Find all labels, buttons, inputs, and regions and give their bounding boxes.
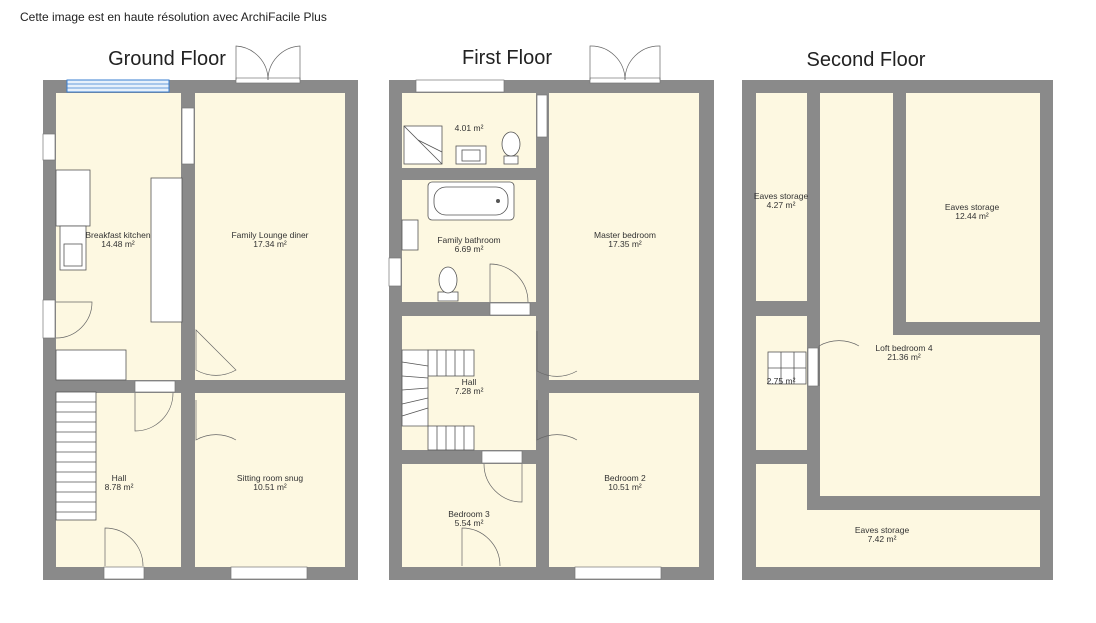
window-icon: [103, 566, 145, 580]
room-label: Hall: [112, 473, 127, 483]
room-label: Eaves storage: [945, 202, 1000, 212]
room-area: 12.44 m²: [955, 211, 989, 221]
window-icon: [388, 257, 402, 287]
room-area: 7.28 m²: [455, 386, 484, 396]
room-area: 8.78 m²: [105, 482, 134, 492]
basin-icon: [401, 219, 419, 251]
room-area: 5.54 m²: [455, 518, 484, 528]
first-floor-plan: 4.01 m² Family bathroom 6.69 m² Master b…: [388, 45, 714, 580]
room-label: Family Lounge diner: [231, 230, 308, 240]
room-area: 4.27 m²: [767, 200, 796, 210]
kitchen-counter-icon: [150, 177, 183, 323]
room-master-bedroom: [549, 93, 699, 380]
staircase-icon: [401, 349, 475, 451]
window-icon: [481, 450, 523, 464]
french-door-icon: [235, 45, 301, 84]
room-eaves-storage-bottom: [756, 464, 1040, 567]
shower-icon: [403, 125, 443, 165]
room-label: Breakfast kitchen: [85, 230, 150, 240]
room-area: 10.51 m²: [608, 482, 642, 492]
window-icon: [230, 566, 308, 580]
room-bedroom-3: [402, 464, 536, 567]
ground-floor-plan: Breakfast kitchen 14.48 m² Family Lounge…: [42, 45, 358, 580]
table-icon: [55, 349, 127, 381]
door-icon: [818, 340, 860, 386]
room-bedroom-2: [549, 393, 699, 567]
window-icon: [42, 299, 56, 339]
room-loft-bedroom-4: [820, 93, 1040, 496]
room-family-lounge-diner: [195, 93, 345, 380]
window-icon: [536, 94, 548, 138]
toilet-icon: [437, 266, 459, 302]
room-eaves-storage-right: [906, 93, 1040, 322]
window-icon: [415, 79, 505, 93]
window-icon: [181, 107, 195, 165]
room-area: 10.51 m²: [253, 482, 287, 492]
bathtub-icon: [427, 181, 515, 221]
room-label: Eaves storage: [754, 191, 809, 201]
room-label: Loft bedroom 4: [875, 343, 932, 353]
room-label: Family bathroom: [437, 235, 500, 245]
room-area: 14.48 m²: [101, 239, 135, 249]
room-area: 17.34 m²: [253, 239, 287, 249]
oven-icon: [55, 169, 91, 227]
room-label: Master bedroom: [594, 230, 656, 240]
room-area: 6.69 m²: [455, 244, 484, 254]
room-label: Eaves storage: [855, 525, 910, 535]
door-icon: [536, 331, 578, 377]
window-icon: [489, 302, 531, 316]
staircase-icon: [767, 351, 807, 385]
room-eaves-storage-left: [756, 93, 807, 301]
door-icon: [55, 301, 93, 339]
window-icon: [807, 347, 819, 387]
french-door-icon: [589, 45, 661, 84]
second-floor-title: Second Floor: [806, 49, 926, 71]
room-area: 17.35 m²: [608, 239, 642, 249]
room-label: Bedroom 2: [604, 473, 646, 483]
room-label: Sitting room snug: [237, 473, 303, 483]
ground-floor-title: Ground Floor: [108, 48, 226, 70]
first-floor-title: First Floor: [462, 47, 552, 69]
room-area: 7.42 m²: [868, 534, 897, 544]
window-icon: [42, 133, 56, 161]
room-area: 2.75 m²: [767, 376, 796, 386]
window-icon: [134, 380, 176, 393]
window-icon: [574, 566, 662, 580]
radiator-icon: [66, 79, 170, 93]
toilet-icon: [501, 131, 521, 165]
second-floor-plan: Eaves storage 4.27 m² Eaves storage 12.4…: [742, 80, 1053, 580]
sink-icon: [455, 145, 487, 165]
room-sitting-room-snug: [195, 393, 345, 567]
staircase-icon: [55, 391, 97, 521]
room-area: 21.36 m²: [887, 352, 921, 362]
room-area: 4.01 m²: [455, 123, 484, 133]
room-label: Hall: [462, 377, 477, 387]
watermark-banner: Cette image est en haute résolution avec…: [20, 10, 327, 24]
room-label: Bedroom 3: [448, 509, 490, 519]
